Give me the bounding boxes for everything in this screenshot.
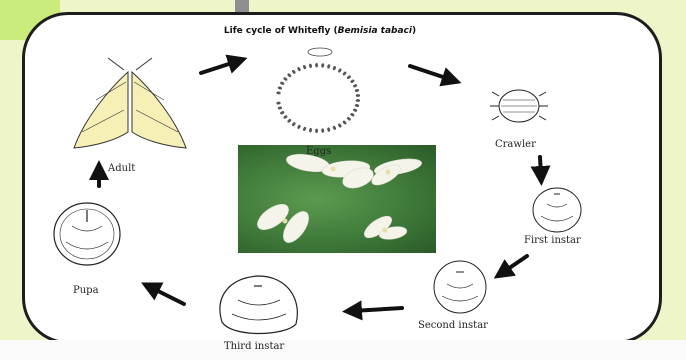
arrow-third-instar-to-pupa xyxy=(150,287,184,304)
egg xyxy=(276,101,281,104)
label-pupa: Pupa xyxy=(73,285,99,296)
egg xyxy=(277,106,282,110)
egg xyxy=(342,120,347,125)
adult-illustration xyxy=(74,58,186,148)
label-third-instar: Third instar xyxy=(224,341,284,352)
egg xyxy=(321,63,324,68)
egg xyxy=(309,63,313,68)
third-instar-illustration xyxy=(220,276,297,334)
egg xyxy=(321,128,324,133)
arrow-crawler-to-first-instar xyxy=(540,157,541,176)
arrow-first-to-second-instar xyxy=(502,256,527,273)
egg xyxy=(332,66,336,71)
egg xyxy=(315,63,318,67)
label-adult: Adult xyxy=(108,163,135,174)
arrow-eggs-to-crawler xyxy=(410,66,452,80)
egg xyxy=(353,84,358,88)
second-instar-illustration xyxy=(434,261,486,313)
egg xyxy=(315,129,318,133)
egg xyxy=(353,108,358,112)
egg xyxy=(350,112,355,117)
egg xyxy=(277,86,282,90)
egg xyxy=(356,99,361,102)
eggs-illustration xyxy=(308,48,332,56)
egg xyxy=(327,64,331,69)
egg xyxy=(283,77,288,82)
first-instar-illustration xyxy=(533,188,581,232)
egg xyxy=(297,124,302,129)
egg xyxy=(309,128,313,133)
arrow-adult-to-eggs xyxy=(201,61,238,73)
egg xyxy=(337,68,342,73)
egg xyxy=(291,122,296,127)
egg-cluster xyxy=(276,63,360,133)
crawler-illustration xyxy=(490,90,548,122)
egg xyxy=(332,125,336,130)
egg xyxy=(355,89,360,93)
egg xyxy=(280,81,285,85)
label-crawler: Crawler xyxy=(495,139,536,150)
egg xyxy=(350,79,355,84)
egg xyxy=(303,65,307,70)
egg xyxy=(291,69,296,74)
egg xyxy=(283,115,288,120)
egg xyxy=(327,127,331,132)
arrow-second-to-third-instar xyxy=(352,308,402,311)
egg xyxy=(287,73,292,78)
egg xyxy=(280,110,285,114)
label-first-instar: First instar xyxy=(524,235,581,246)
egg xyxy=(346,116,351,121)
egg xyxy=(356,94,361,97)
pupa-illustration xyxy=(54,203,120,265)
egg xyxy=(342,71,347,76)
egg xyxy=(355,104,360,108)
label-second-instar: Second instar xyxy=(418,320,488,331)
egg xyxy=(346,75,351,80)
egg xyxy=(297,67,302,72)
egg xyxy=(303,126,307,131)
label-eggs: Eggs xyxy=(306,146,331,157)
egg xyxy=(276,91,281,94)
egg xyxy=(287,118,292,123)
egg xyxy=(337,123,342,128)
